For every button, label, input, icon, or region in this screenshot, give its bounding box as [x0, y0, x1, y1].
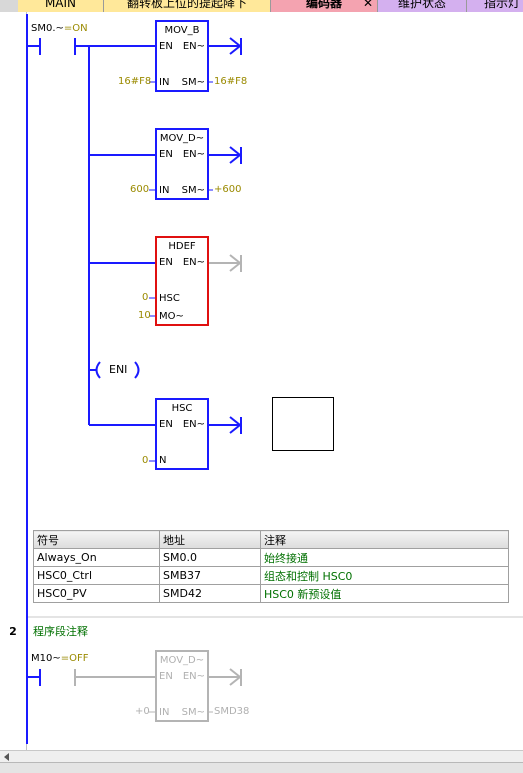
address-cell: SM0.0	[159, 548, 261, 567]
movd-pin-out: SM~	[181, 185, 205, 196]
tab-indicator[interactable]: 指示灯	[467, 0, 523, 12]
tab-main-label: MAIN	[44, 0, 77, 10]
movb-output-arrow-icon	[207, 37, 242, 55]
column-header-comment: 注释	[260, 530, 509, 549]
eni-coil-label: ENI	[109, 363, 128, 376]
contact-m10-state: =OFF	[60, 653, 89, 664]
hsc-output-arrow-icon	[207, 416, 242, 434]
hsc-pin-n: N	[159, 455, 167, 466]
empty-element-box[interactable]	[272, 397, 334, 451]
movd-pin-en: EN	[159, 149, 173, 160]
table-row[interactable]: HSC0_Ctrl SMB37 组态和控制 HSC0	[33, 566, 509, 585]
hdef-pin-mode: MO~	[159, 311, 184, 322]
comment-cell: 始终接通	[260, 548, 509, 567]
comment-cell: HSC0 新预设值	[260, 584, 509, 603]
symbol-cell: Always_On	[33, 548, 160, 567]
contact-sm0[interactable]	[27, 38, 155, 55]
hdef-mode-value[interactable]: 10	[138, 310, 151, 321]
eni-coil[interactable]	[95, 361, 140, 379]
hdef-output-arrow-icon	[207, 254, 242, 272]
symbol-cell: HSC0_PV	[33, 584, 160, 603]
symbol-table-header: 符号 地址 注释	[33, 530, 509, 549]
tab-flip-board-label: 翻转板上位的提起降下	[126, 0, 247, 10]
hsc-pin-en: EN	[159, 419, 173, 430]
tab-maintenance-label: 维护状态	[397, 0, 446, 10]
movb-pin-in: IN	[159, 77, 170, 88]
movb-pin-eno: EN~	[182, 41, 205, 52]
tab-indicator-label: 指示灯	[483, 0, 520, 10]
address-cell: SMB37	[159, 566, 261, 585]
movd-output-arrow-icon	[207, 146, 242, 164]
movb-out-value[interactable]: 16#F8	[214, 76, 248, 87]
hdef-block[interactable]: HDEF EN EN~ HSC MO~	[155, 236, 209, 326]
column-header-symbol: 符号	[33, 530, 160, 549]
movd-in-value[interactable]: 600	[130, 184, 150, 195]
tab-main[interactable]: MAIN	[18, 0, 104, 12]
contact-m10-name: M10~=OFF	[31, 653, 89, 664]
comment-cell: 组态和控制 HSC0	[260, 566, 509, 585]
hdef-hsc-value[interactable]: 0	[142, 292, 149, 303]
hdef-pin-eno: EN~	[182, 257, 205, 268]
address-cell: SMD42	[159, 584, 261, 603]
table-row[interactable]: HSC0_PV SMD42 HSC0 新预设值	[33, 584, 509, 603]
movd2-block[interactable]: MOV_D~ EN EN~ IN SM~	[155, 650, 209, 722]
movd2-pin-in: IN	[159, 707, 170, 718]
movd-out-value[interactable]: +600	[214, 184, 242, 195]
movd2-title: MOV_D~	[159, 655, 205, 666]
tab-encoder-label: 编码器	[305, 0, 342, 10]
movd-pin-in: IN	[159, 185, 170, 196]
movd2-output-arrow-icon	[207, 668, 242, 686]
symbol-cell: HSC0_Ctrl	[33, 566, 160, 585]
tab-maintenance[interactable]: 维护状态	[378, 0, 467, 12]
column-header-address: 地址	[159, 530, 261, 549]
movb-pin-out: SM~	[181, 77, 205, 88]
movd2-pin-en: EN	[159, 671, 173, 682]
movb-pin-en: EN	[159, 41, 173, 52]
movd-title: MOV_D~	[159, 133, 205, 144]
contact-sm0-name: SM0.~=ON	[31, 23, 88, 34]
contact-m10[interactable]	[27, 669, 155, 686]
hdef-pin-hsc: HSC	[159, 293, 180, 304]
editor-tab-strip: MAIN 翻转板上位的提起降下 编码器 ✕ 维护状态 指示灯	[0, 0, 523, 12]
movb-in-value[interactable]: 16#F8	[118, 76, 152, 87]
movb-title: MOV_B	[164, 25, 200, 36]
network-2-comment[interactable]: 程序段注释	[33, 625, 88, 638]
hdef-pin-en: EN	[159, 257, 173, 268]
movd2-in-value[interactable]: +0	[135, 706, 150, 717]
close-icon[interactable]: ✕	[362, 0, 373, 10]
horizontal-scrollbar[interactable]	[0, 750, 523, 763]
movb-block[interactable]: MOV_B EN EN~ IN SM~	[155, 20, 209, 92]
movd2-out-value[interactable]: SMD38	[214, 706, 250, 717]
movd2-pin-out: SM~	[181, 707, 205, 718]
hdef-title: HDEF	[168, 241, 196, 252]
hsc-n-value[interactable]: 0	[142, 455, 149, 466]
hsc-block[interactable]: HSC EN EN~ N	[155, 398, 209, 470]
symbol-table: 符号 地址 注释 Always_On SM0.0 始终接通 HSC0_Ctrl …	[33, 530, 509, 603]
status-bar	[0, 762, 523, 773]
tab-encoder[interactable]: 编码器 ✕	[271, 0, 378, 12]
movd-pin-eno: EN~	[182, 149, 205, 160]
movd2-pin-eno: EN~	[182, 671, 205, 682]
table-row[interactable]: Always_On SM0.0 始终接通	[33, 548, 509, 567]
contact-sm0-state: =ON	[63, 23, 88, 34]
hsc-pin-eno: EN~	[182, 419, 205, 430]
scroll-left-icon[interactable]	[2, 752, 12, 762]
network-2-number: 2	[9, 625, 17, 638]
hsc-title: HSC	[171, 403, 193, 414]
tab-flip-board[interactable]: 翻转板上位的提起降下	[104, 0, 271, 12]
movd-block[interactable]: MOV_D~ EN EN~ IN SM~	[155, 128, 209, 200]
